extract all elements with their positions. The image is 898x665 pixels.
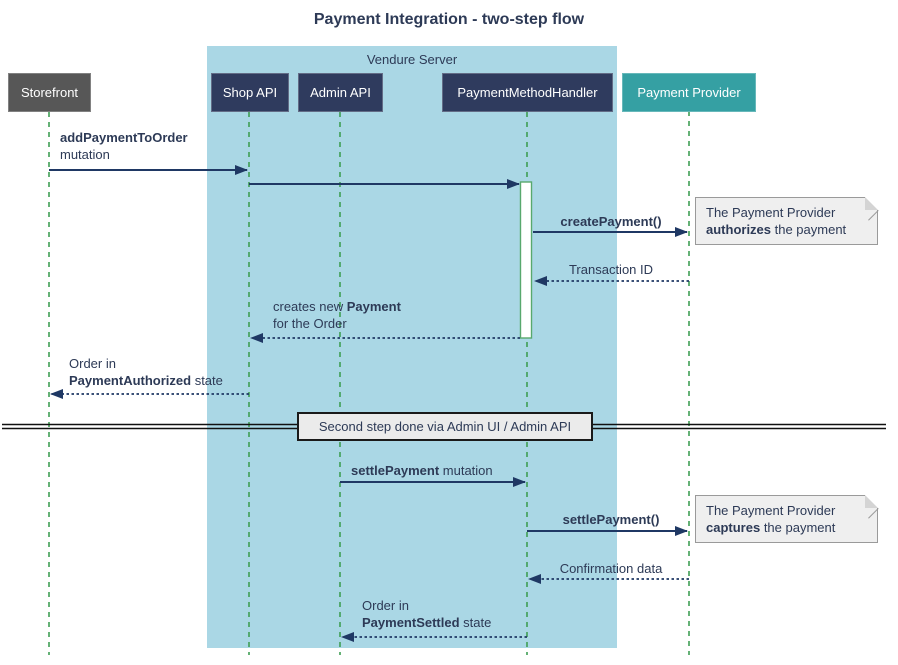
message-text: mutation <box>439 463 493 478</box>
participant-payment-provider: Payment Provider <box>622 73 756 112</box>
note-text-bold: captures <box>706 520 761 535</box>
message-text-bold: Payment <box>346 299 401 314</box>
message-add-payment-to-order: addPaymentToOrder mutation <box>60 129 188 163</box>
participant-admin-api: Admin API <box>298 73 383 112</box>
message-text: for the Order <box>273 316 347 331</box>
message-text-bold: createPayment() <box>560 214 662 229</box>
participant-label: Shop API <box>222 85 278 100</box>
note-capture: The Payment Provider captures the paymen… <box>695 495 878 543</box>
message-settle-payment-call: settlePayment() <box>533 511 689 528</box>
participant-payment-method-handler: PaymentMethodHandler <box>442 73 613 112</box>
participant-label: Storefront <box>20 85 79 100</box>
participant-label: PaymentMethodHandler <box>457 85 598 100</box>
note-text: The Payment Provider <box>706 205 836 220</box>
message-creates-new-payment: creates new Payment for the Order <box>273 298 401 332</box>
message-text-bold: settlePayment() <box>562 512 660 527</box>
message-payment-authorized: Order in PaymentAuthorized state <box>69 355 223 389</box>
message-text: mutation <box>60 147 110 162</box>
message-confirmation-data: Confirmation data <box>533 560 689 577</box>
message-text-bold: PaymentAuthorized <box>69 373 192 388</box>
activation-bar <box>519 181 533 339</box>
note-text: The Payment Provider <box>706 503 836 518</box>
participant-storefront: Storefront <box>8 73 91 112</box>
participant-label: Payment Provider <box>637 85 741 100</box>
message-create-payment: createPayment() <box>533 213 689 230</box>
message-text: state <box>459 615 492 630</box>
message-text-bold: settlePayment <box>351 463 440 478</box>
message-text: state <box>191 373 223 388</box>
participant-shop-api: Shop API <box>211 73 289 112</box>
message-text: Order in <box>362 598 409 613</box>
note-authorize: The Payment Provider authorizes the paym… <box>695 197 878 245</box>
participant-label: Admin API <box>310 85 371 100</box>
container-label: Vendure Server <box>366 52 458 67</box>
message-payment-settled: Order in PaymentSettled state <box>362 597 491 631</box>
note-text: the payment <box>760 520 836 535</box>
vendure-server-container: Vendure Server <box>207 46 617 648</box>
divider-label: Second step done via Admin UI / Admin AP… <box>318 419 572 434</box>
message-settle-payment-mutation: settlePayment mutation <box>351 462 493 479</box>
message-text-bold: addPaymentToOrder <box>60 130 188 145</box>
message-text-bold: PaymentSettled <box>362 615 460 630</box>
message-text: Confirmation data <box>559 561 663 576</box>
divider-label-box: Second step done via Admin UI / Admin AP… <box>297 412 593 441</box>
message-text: creates new <box>273 299 347 314</box>
message-text: Transaction ID <box>568 262 654 277</box>
note-text-bold: authorizes <box>706 222 772 237</box>
diagram-title: Payment Integration - two-step flow <box>313 11 585 28</box>
message-text: Order in <box>69 356 116 371</box>
message-transaction-id: Transaction ID <box>533 261 689 278</box>
note-text: the payment <box>771 222 847 237</box>
